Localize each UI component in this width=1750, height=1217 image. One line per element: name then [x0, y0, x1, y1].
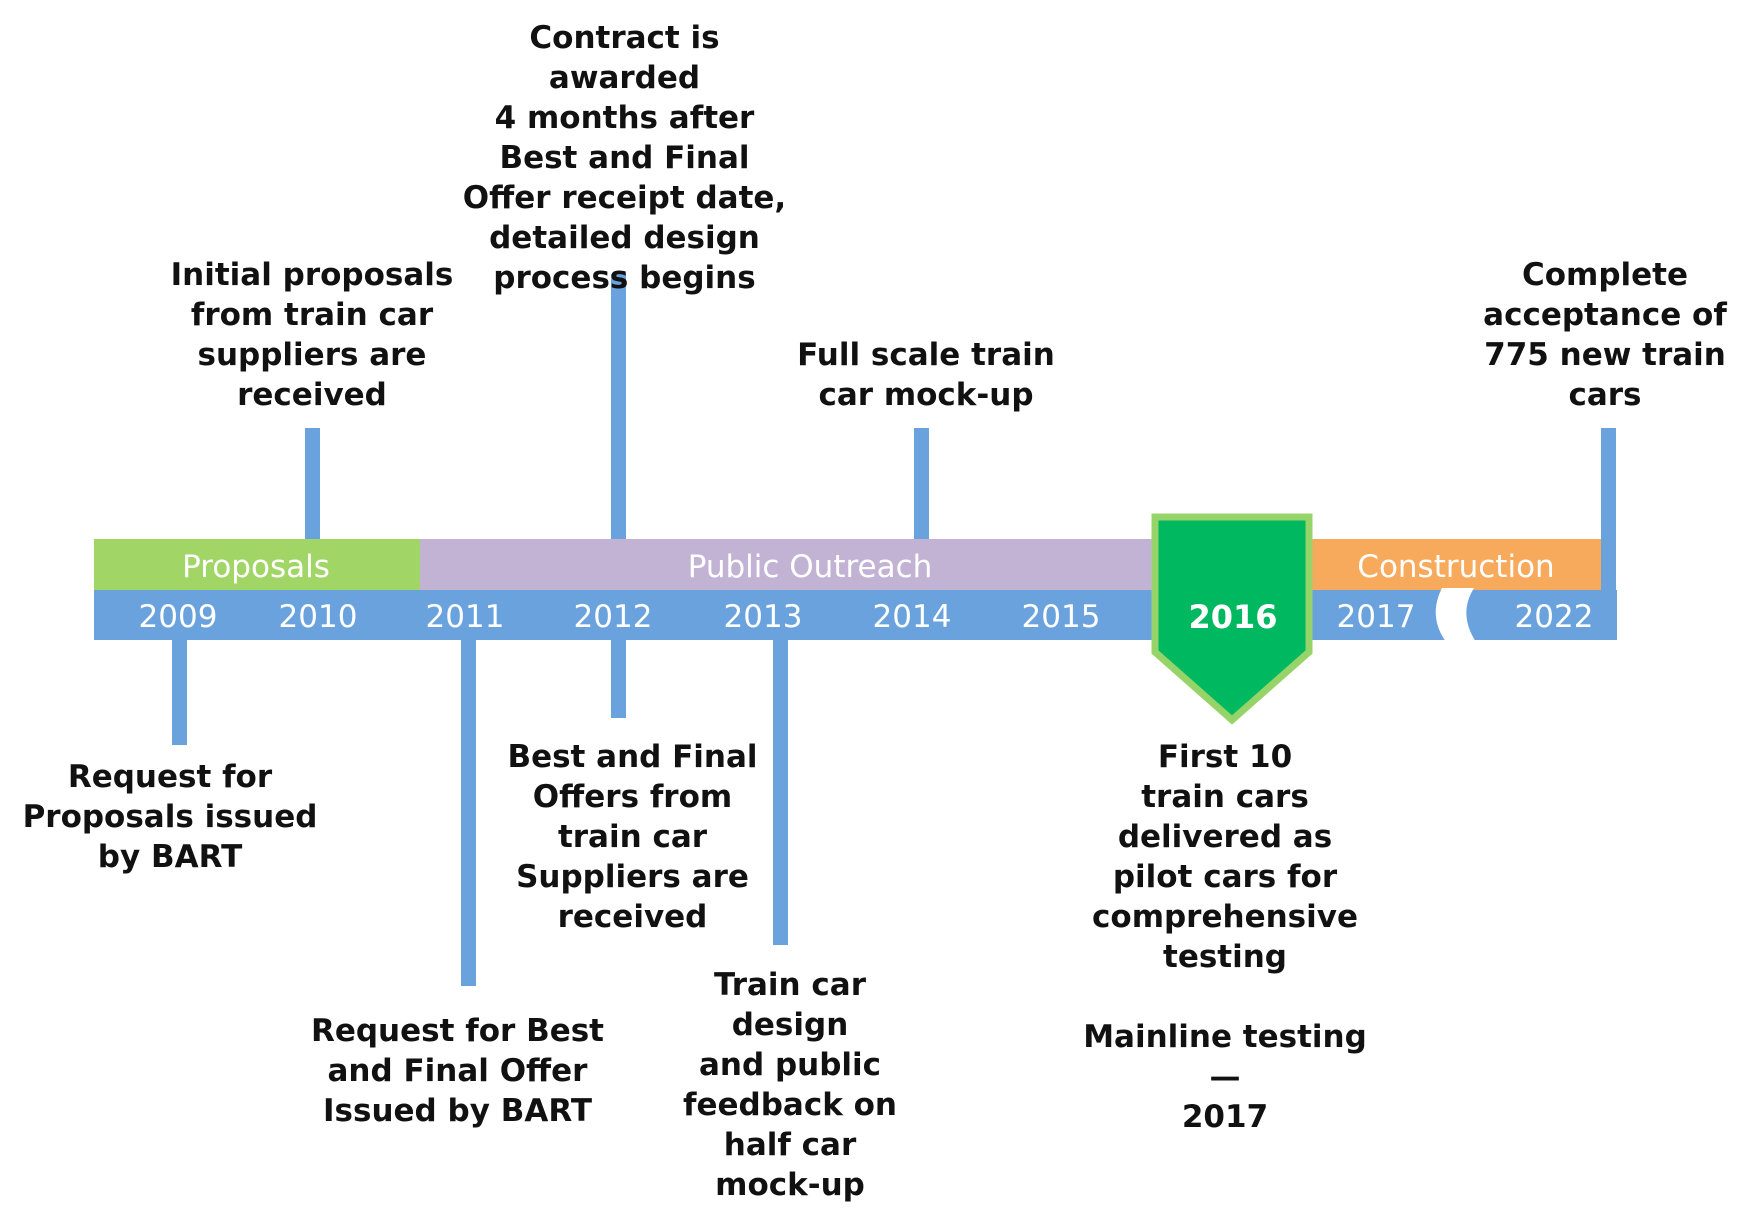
- year-label-2013: 2013: [724, 599, 803, 635]
- connector-complete-acceptance: [1601, 428, 1616, 593]
- connector-bafo-received: [611, 635, 626, 718]
- axis-break-icon: [1435, 588, 1476, 642]
- connector-half-car-mockup: [773, 635, 788, 945]
- year-label-2011: 2011: [426, 599, 505, 635]
- year-label-2022: 2022: [1515, 599, 1594, 635]
- year-label-2010: 2010: [279, 599, 358, 635]
- milestone-rfbafo-issued: Request for Best and Final Offer Issued …: [310, 1013, 605, 1129]
- milestone-half-car-mockup: Train car design and public feedback on …: [683, 967, 897, 1203]
- year-label-2014: 2014: [873, 599, 952, 635]
- milestone-bafo-received: Best and Final Offers from train car Sup…: [507, 739, 758, 935]
- milestone-complete-acceptance: Complete acceptance of 775 new train car…: [1483, 257, 1727, 413]
- year-label-2017: 2017: [1337, 599, 1416, 635]
- connector-rfp-issued: [172, 635, 187, 745]
- milestone-first-10-cars: First 10 train cars delivered as pilot c…: [1083, 739, 1367, 1135]
- phase-band-public-outreach: [420, 539, 1157, 590]
- year-bar: [94, 590, 1617, 640]
- connector-contract-awarded: [611, 274, 626, 541]
- year-label-2015: 2015: [1022, 599, 1101, 635]
- phase-band-proposals: [94, 539, 420, 590]
- connector-initial-proposals: [305, 428, 320, 541]
- connector-full-scale-mockup: [914, 428, 929, 541]
- year-label-2016: 2016: [1188, 598, 1277, 636]
- phase-label-construction: Construction: [1357, 549, 1554, 585]
- current-year-marker: [1151, 513, 1313, 725]
- milestone-full-scale-mockup: Full scale train car mock-up: [797, 337, 1055, 413]
- year-label-2012: 2012: [574, 599, 653, 635]
- phase-label-public-outreach: Public Outreach: [688, 549, 933, 585]
- phase-band-construction: [1307, 539, 1601, 590]
- milestone-contract-awarded: Contract is awarded 4 months after Best …: [462, 20, 787, 296]
- milestone-initial-proposals: Initial proposals from train car supplie…: [170, 257, 454, 413]
- milestone-rfp-issued: Request for Proposals issued by BART: [22, 759, 318, 875]
- year-label-2009: 2009: [139, 599, 218, 635]
- connector-rfbafo-issued: [461, 635, 476, 986]
- phase-label-proposals: Proposals: [182, 549, 330, 585]
